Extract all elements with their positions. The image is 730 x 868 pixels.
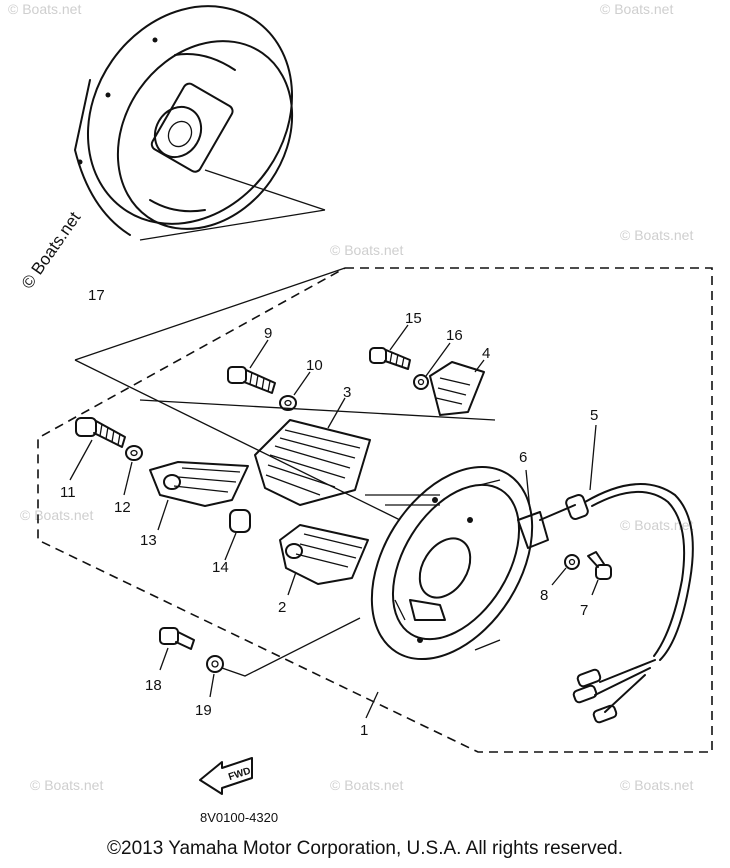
callout-12: 12 bbox=[114, 499, 131, 516]
watermark-text: © Boats.net bbox=[30, 777, 103, 793]
callout-15: 15 bbox=[405, 310, 422, 327]
lighting-coil-part-3 bbox=[254, 397, 371, 506]
callout-7: 7 bbox=[580, 602, 588, 619]
leader-line bbox=[365, 691, 379, 719]
screw-part-9 bbox=[227, 339, 276, 394]
screw-part-11 bbox=[69, 417, 126, 481]
assembly-boundary bbox=[37, 267, 713, 753]
watermark-text: © Boats.net bbox=[620, 227, 693, 243]
forward-arrow-icon: FWD bbox=[199, 757, 253, 795]
callout-16: 16 bbox=[446, 327, 463, 344]
stator-base-plate bbox=[365, 465, 534, 661]
watermark-text: © Boats.net bbox=[620, 777, 693, 793]
boats-watermark: © Boats.net bbox=[18, 208, 85, 292]
screw-part-15 bbox=[369, 324, 411, 370]
fwd-label: FWD bbox=[227, 766, 252, 784]
copyright-notice: ©2013 Yamaha Motor Corporation, U.S.A. A… bbox=[107, 838, 623, 859]
watermarks: © Boats.net © Boats.net © Boats.net © Bo… bbox=[8, 1, 693, 793]
callout-17: 17 bbox=[88, 287, 105, 304]
collar-part-14 bbox=[224, 509, 251, 561]
callout-8: 8 bbox=[540, 587, 548, 604]
watermark-text: © Boats.net bbox=[620, 517, 693, 533]
washer-part-16 bbox=[413, 342, 451, 390]
callout-3: 3 bbox=[343, 384, 351, 401]
coil-part-2 bbox=[279, 524, 369, 596]
coil-part-4 bbox=[429, 359, 485, 416]
washer-part-12 bbox=[123, 445, 143, 496]
callout-18: 18 bbox=[145, 677, 162, 694]
callout-2: 2 bbox=[278, 599, 286, 616]
watermark-text: © Boats.net bbox=[600, 1, 673, 17]
callout-11: 11 bbox=[60, 484, 76, 501]
diagram-part-code: 8V0100-4320 bbox=[200, 810, 278, 825]
washer-part-8 bbox=[551, 554, 580, 586]
screw-part-18 bbox=[159, 627, 195, 671]
callout-14: 14 bbox=[212, 559, 229, 576]
callout-5: 5 bbox=[590, 407, 598, 424]
watermark-text: © Boats.net bbox=[20, 507, 93, 523]
watermark-text: © Boats.net bbox=[330, 777, 403, 793]
charge-coil-part-13 bbox=[149, 461, 249, 531]
leader-line bbox=[139, 399, 496, 421]
washer-part-10 bbox=[279, 371, 311, 411]
callout-13: 13 bbox=[140, 532, 157, 549]
washer-part-19 bbox=[206, 617, 361, 698]
callout-6: 6 bbox=[519, 449, 527, 466]
watermark-text: © Boats.net bbox=[8, 1, 81, 17]
watermark-text: © Boats.net bbox=[330, 242, 403, 258]
callout-10: 10 bbox=[306, 357, 323, 374]
wire-harness-part-5 bbox=[539, 424, 694, 724]
callout-19: 19 bbox=[195, 702, 212, 719]
screw-part-7 bbox=[587, 551, 612, 596]
callout-4: 4 bbox=[482, 345, 490, 362]
clamp-part-6 bbox=[517, 469, 549, 549]
callout-9: 9 bbox=[264, 325, 272, 342]
flywheel-part-17 bbox=[74, 5, 326, 241]
callout-1: 1 bbox=[360, 722, 368, 739]
